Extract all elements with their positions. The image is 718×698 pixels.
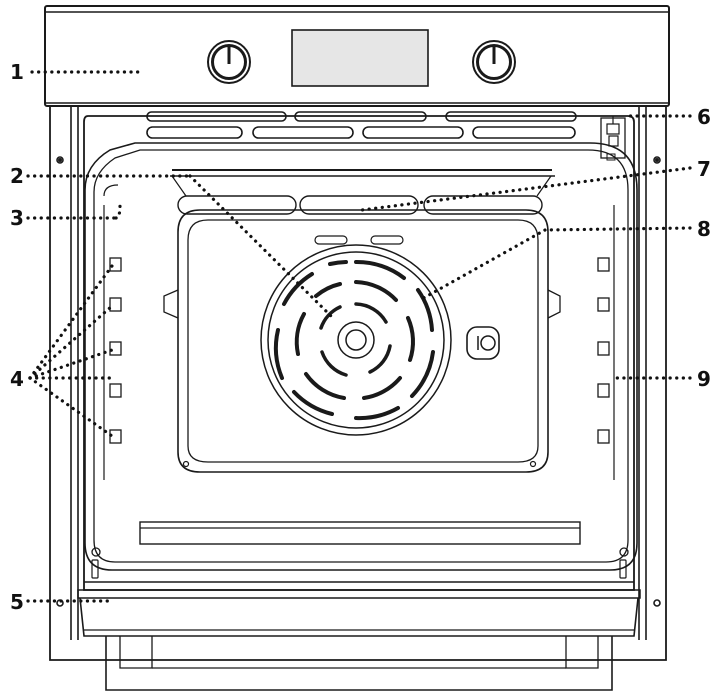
display-screen bbox=[291, 29, 429, 87]
leader-7 bbox=[360, 166, 692, 212]
shelf-runners-right bbox=[597, 205, 615, 480]
grill-element bbox=[170, 169, 555, 215]
lamp-icon bbox=[600, 116, 626, 161]
label-4: 4 bbox=[10, 367, 24, 391]
probe-socket-icon bbox=[466, 326, 500, 360]
label-9: 9 bbox=[697, 367, 711, 391]
oven-door bbox=[77, 547, 641, 691]
fan-icon bbox=[260, 244, 452, 436]
leader-4b bbox=[28, 304, 114, 380]
frame-screw-icon bbox=[653, 156, 661, 164]
label-5: 5 bbox=[10, 590, 24, 614]
frame-screw-icon bbox=[56, 156, 64, 164]
label-1: 1 bbox=[10, 60, 24, 84]
back-panel bbox=[163, 209, 561, 473]
leader-8 bbox=[543, 226, 692, 232]
leader-2b bbox=[188, 174, 337, 322]
label-6: 6 bbox=[697, 105, 711, 129]
leader-4c bbox=[28, 348, 114, 380]
label-8: 8 bbox=[697, 217, 711, 241]
shelf-runners-left bbox=[103, 184, 122, 480]
control-panel bbox=[44, 5, 670, 107]
leader-3b bbox=[114, 203, 122, 220]
oven-cavity bbox=[83, 111, 638, 591]
top-heating-element bbox=[146, 111, 577, 139]
label-3: 3 bbox=[10, 206, 24, 230]
oven-frame bbox=[49, 106, 667, 661]
label-2: 2 bbox=[10, 164, 24, 188]
callout-labels: 1 2 3 4 5 6 7 8 9 bbox=[10, 60, 711, 614]
left-knob-icon bbox=[207, 40, 251, 84]
right-knob-icon bbox=[472, 40, 516, 84]
label-7: 7 bbox=[697, 157, 711, 181]
leader-lines bbox=[26, 70, 692, 603]
leader-8b bbox=[418, 228, 547, 302]
frame-screw-icon bbox=[653, 599, 661, 607]
